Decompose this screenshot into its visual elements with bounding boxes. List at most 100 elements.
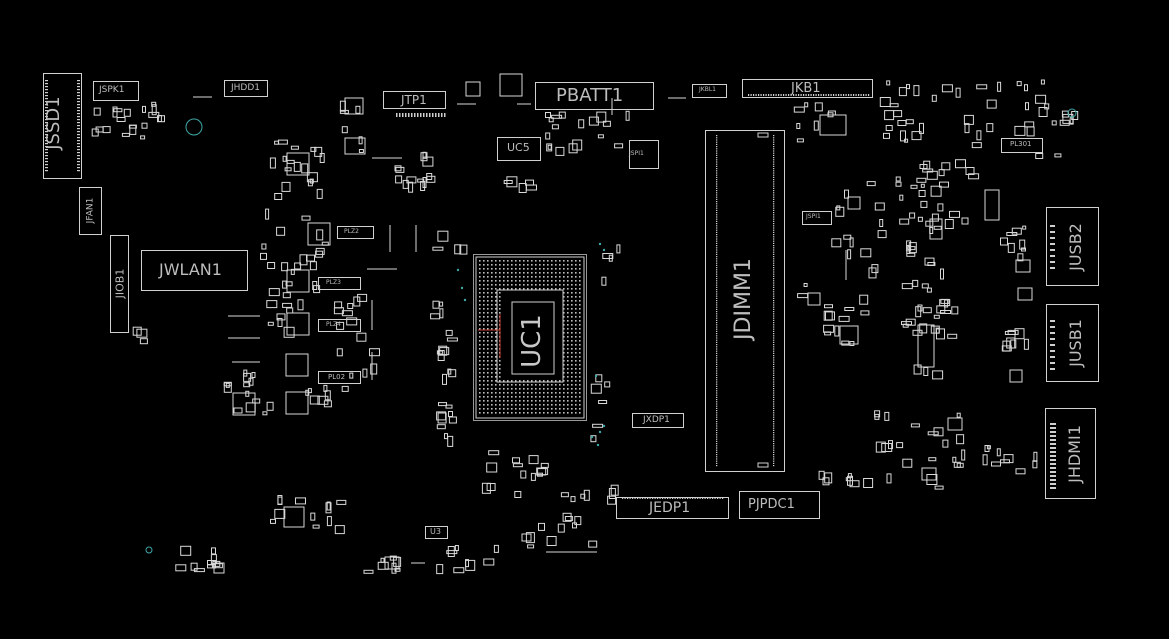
cpu-ball (531, 260, 533, 262)
cpu-ball (491, 292, 493, 294)
cpu-ball (483, 388, 485, 390)
dimm-pin (773, 253, 775, 255)
smd-component (408, 181, 414, 193)
hdmi-pin (1050, 471, 1056, 473)
smd-component (281, 181, 291, 192)
jspi2-chip (802, 211, 832, 225)
cpu-ball (579, 284, 581, 286)
kb-pin (758, 94, 760, 96)
cpu-ball (535, 380, 537, 382)
dimm-pin (716, 317, 718, 319)
cpu-ball (555, 268, 557, 270)
kb-pin (863, 94, 865, 96)
cpu-ball (531, 264, 533, 266)
smd-component (818, 470, 825, 480)
cpu-ball (571, 380, 573, 382)
cpu-ball (551, 384, 553, 386)
smd-component (893, 110, 903, 118)
dimm-pin (773, 286, 775, 288)
cpu-ball (547, 388, 549, 390)
dimm-pin (773, 414, 775, 416)
cpu-ball (555, 404, 557, 406)
ssd-pin (45, 122, 48, 124)
cpu-ball (535, 400, 537, 402)
cpu-ball (579, 316, 581, 318)
cpu-ball (571, 352, 573, 354)
dimm-pin (716, 302, 718, 304)
smd-component (540, 462, 549, 468)
smd-component (905, 119, 914, 125)
dimm-pin (716, 337, 718, 339)
cpu-ball (491, 352, 493, 354)
cpu-ball (503, 412, 505, 414)
smd-component (560, 492, 569, 498)
kb-pin (865, 94, 867, 96)
smd-component (608, 254, 613, 262)
dimm-pin (773, 465, 775, 467)
smd-component (592, 423, 604, 428)
smd-component (93, 107, 101, 116)
smd-component (625, 110, 630, 121)
cpu-ball (571, 392, 573, 394)
cpu-ball (515, 384, 517, 386)
smd-component (447, 368, 452, 375)
cpu-ball (535, 388, 537, 390)
cpu-ball (479, 308, 481, 310)
dimm-pin (716, 324, 718, 326)
cpu-ball (499, 412, 501, 414)
smd-component (930, 325, 940, 334)
cpu-ball (479, 280, 481, 282)
smd-component (897, 120, 907, 126)
jspi2-label: JSPI1 (806, 213, 821, 220)
cpu-ball (563, 356, 565, 358)
cpu-ball (495, 308, 497, 310)
dimm-pin (716, 372, 718, 374)
cpu-ball (479, 288, 481, 290)
cpu-ball (523, 288, 525, 290)
smd-component (297, 299, 304, 311)
cpu-ball (511, 384, 513, 386)
cpu-ball (563, 376, 565, 378)
ssd-pin (45, 116, 48, 118)
dimm-pin (716, 346, 718, 348)
smd-component (1051, 120, 1057, 126)
dimm-pin (773, 161, 775, 163)
cpu-ball (539, 408, 541, 410)
smd-component (309, 395, 320, 405)
cpu-ball (511, 392, 513, 394)
cpu-ball (575, 328, 577, 330)
smd-component (931, 94, 937, 102)
smd-component (339, 109, 349, 114)
smd-component (874, 410, 881, 418)
cpu-ball (579, 348, 581, 350)
cpu-ball (575, 344, 577, 346)
cpu-ball (567, 276, 569, 278)
dimm-pin (773, 460, 775, 462)
tp-pin (396, 113, 398, 117)
dimm-pin (773, 203, 775, 205)
cpu-ball (487, 264, 489, 266)
dimm-pin (773, 181, 775, 183)
cpu-ball (507, 404, 509, 406)
smd-component (551, 124, 559, 130)
cpu-ball (503, 388, 505, 390)
cpu-ball (579, 380, 581, 382)
cpu-ball (575, 380, 577, 382)
cpu-ball (571, 308, 573, 310)
smd-component (1023, 338, 1029, 350)
dimm-pin (773, 172, 775, 174)
cpu-ball (487, 352, 489, 354)
cpu-ball (491, 312, 493, 314)
smd-component (309, 178, 314, 184)
edp-pin (679, 497, 681, 499)
smd-component (157, 115, 162, 122)
cpu-ball (575, 376, 577, 378)
cpu-ball (575, 268, 577, 270)
smd-component (514, 491, 522, 498)
cpu-ball (491, 376, 493, 378)
cpu-ball (483, 384, 485, 386)
cpu-ball (491, 296, 493, 298)
ic-component (344, 97, 364, 115)
cpu-ball (531, 400, 533, 402)
cpu-ball (519, 264, 521, 266)
